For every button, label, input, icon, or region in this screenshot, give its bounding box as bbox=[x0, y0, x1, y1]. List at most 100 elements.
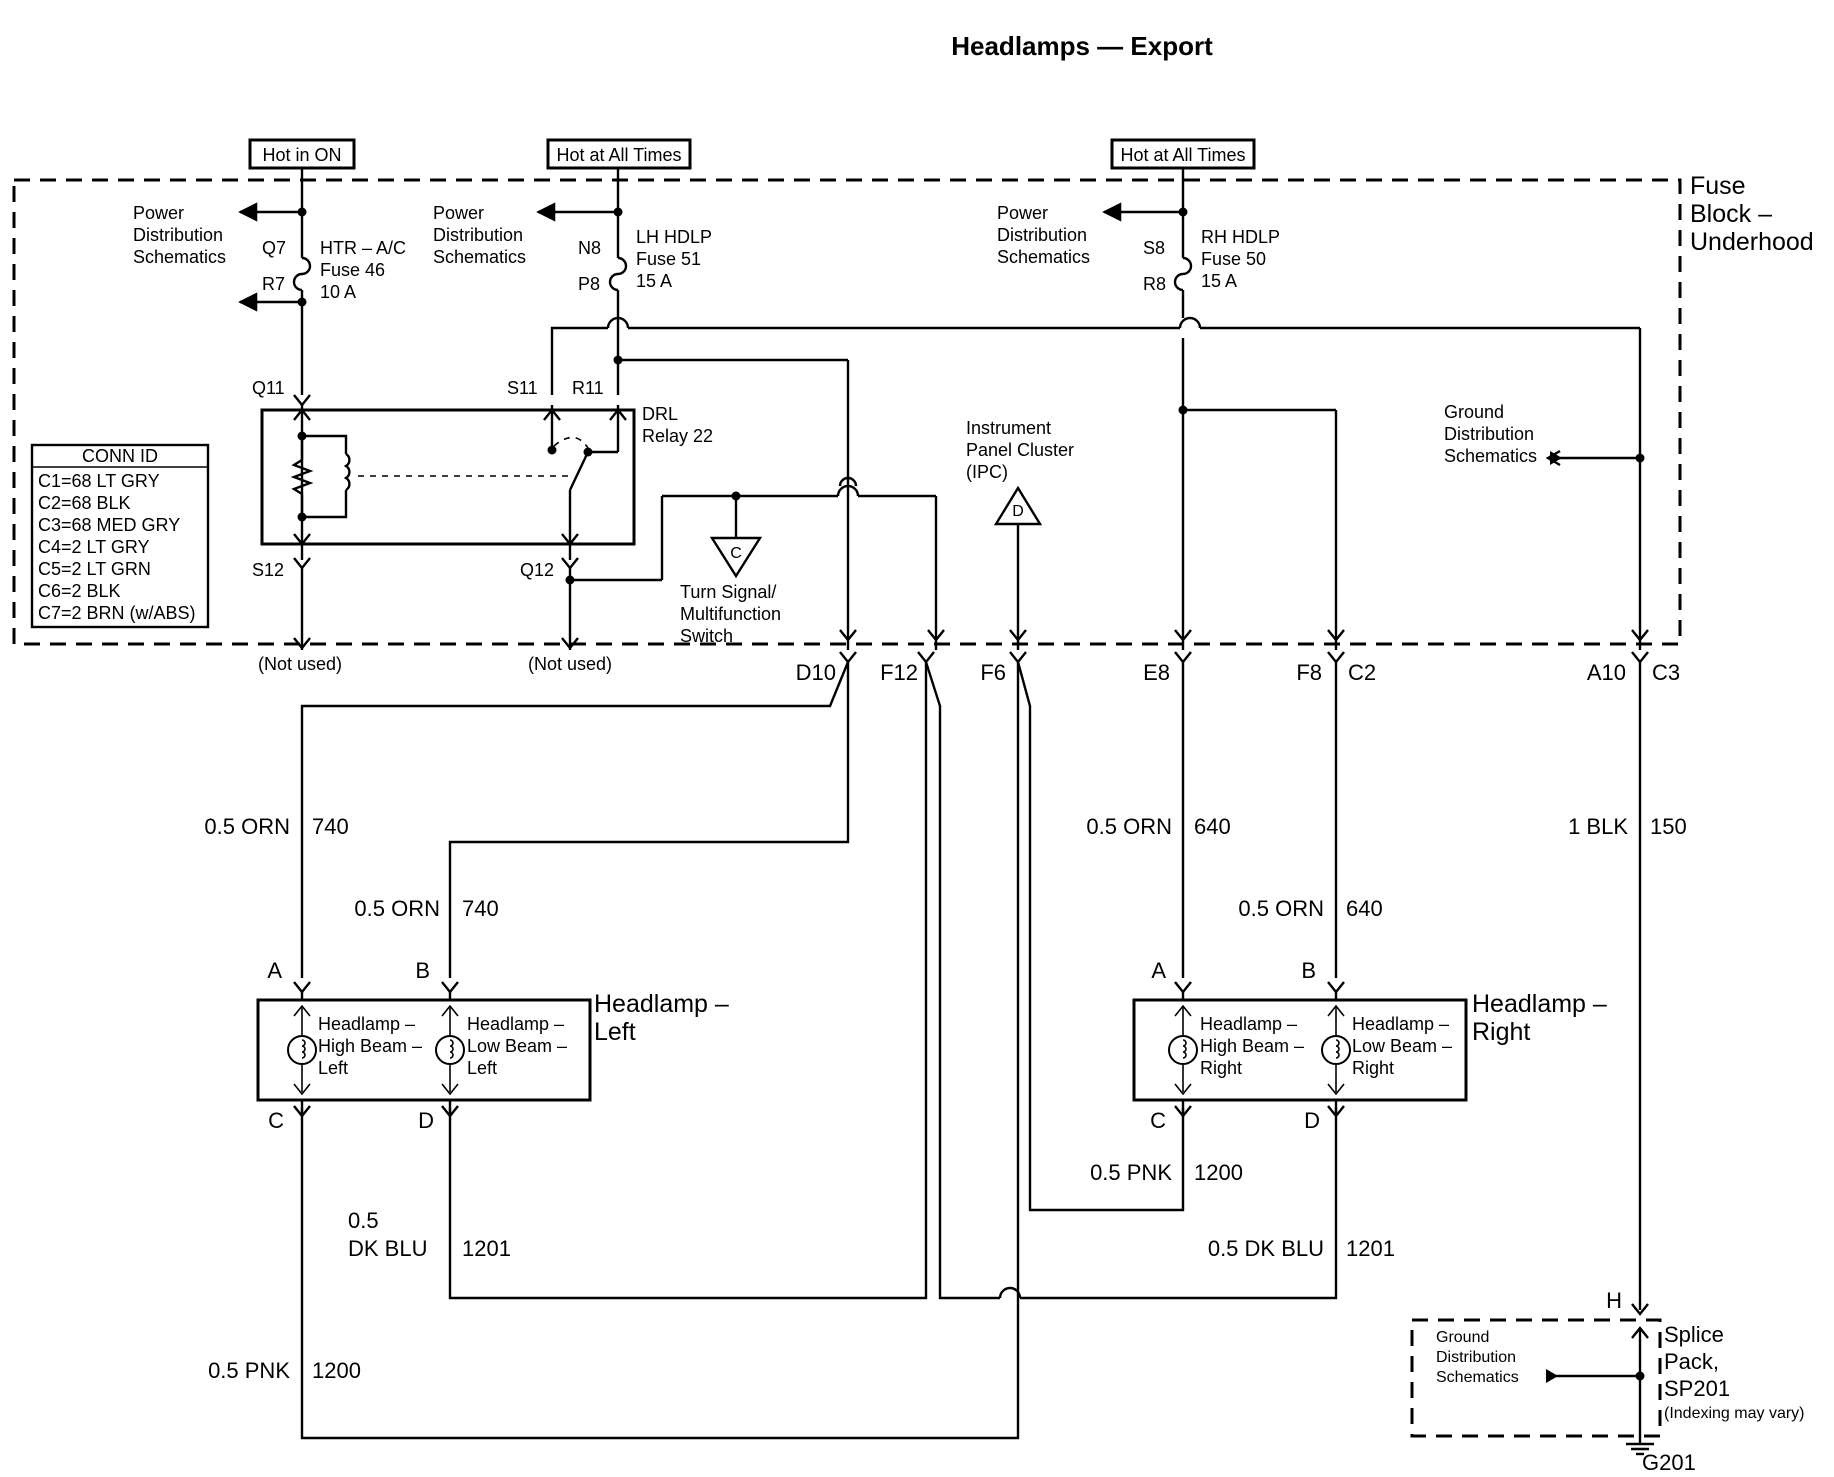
wire-640-num-1: 640 bbox=[1194, 814, 1231, 839]
diagram-title: Headlamps — Export bbox=[951, 31, 1213, 61]
conn-id-row: C1=68 LT GRY bbox=[38, 471, 160, 491]
rh-fuse-circuit bbox=[1102, 168, 1345, 650]
headlamp-left-pin-c: C bbox=[268, 1108, 284, 1133]
splice-pin-h: H bbox=[1606, 1288, 1622, 1313]
headlamp-right-pin-a: A bbox=[1151, 958, 1166, 983]
connector-c2: C2 bbox=[1348, 660, 1376, 685]
connector-f12: F12 bbox=[880, 660, 918, 685]
headlamp-left-pin-a: A bbox=[267, 958, 282, 983]
wire-150-size: 1 BLK bbox=[1568, 814, 1628, 839]
ground-g201: G201 bbox=[1642, 1450, 1696, 1472]
power-dist-3-l3: Schematics bbox=[997, 247, 1090, 267]
wire-150-num: 150 bbox=[1650, 814, 1687, 839]
wire-1201-num-left: 1201 bbox=[462, 1236, 511, 1261]
headlamp-right-title-2: Right bbox=[1472, 1018, 1530, 1046]
connector-f6: F6 bbox=[980, 660, 1006, 685]
rh-fuse-top-pin: S8 bbox=[1143, 238, 1165, 258]
wire-1201-num-right: 1201 bbox=[1346, 1236, 1395, 1261]
lh-fuse-bottom-pin: P8 bbox=[578, 274, 600, 294]
htr-fuse-l2: Fuse 46 bbox=[320, 260, 385, 280]
splice-pack-sp201 bbox=[1410, 1303, 1662, 1456]
wire-740-num-2: 740 bbox=[462, 896, 499, 921]
lh-fuse-l1: LH HDLP bbox=[636, 227, 712, 247]
connector-e8: E8 bbox=[1143, 660, 1170, 685]
headlamp-left-high-l3: Left bbox=[318, 1058, 348, 1078]
splice-note: (Indexing may vary) bbox=[1664, 1405, 1805, 1422]
headlamp-right-low-l1: Headlamp – bbox=[1352, 1014, 1449, 1034]
conn-id-row: C3=68 MED GRY bbox=[38, 515, 180, 535]
headlamp-right-pin-c: C bbox=[1150, 1108, 1166, 1133]
ground-dist-1-l2: Distribution bbox=[1444, 424, 1534, 444]
wire-740-size-1: 0.5 ORN bbox=[204, 814, 290, 839]
connector-f8: F8 bbox=[1296, 660, 1322, 685]
wire-1200-num-left: 1200 bbox=[312, 1358, 361, 1383]
power-dist-2-l3: Schematics bbox=[433, 247, 526, 267]
drl-relay bbox=[260, 405, 636, 560]
htr-fuse-l1: HTR – A/C bbox=[320, 238, 406, 258]
lh-fuse-circuit bbox=[536, 168, 1649, 650]
not-used-right: (Not used) bbox=[528, 654, 612, 674]
power-dist-2-l1: Power bbox=[433, 203, 484, 223]
wire-1201-size-right: 0.5 DK BLU bbox=[1208, 1236, 1324, 1261]
headlamp-left bbox=[256, 981, 592, 1118]
lh-fuse-top-pin: N8 bbox=[578, 238, 601, 258]
conn-id-table bbox=[30, 443, 210, 629]
headlamp-left-title-2: Left bbox=[594, 1018, 636, 1046]
wire-1200-num-right: 1200 bbox=[1194, 1160, 1243, 1185]
relay-pin-s12: S12 bbox=[252, 560, 284, 580]
power-dist-3-l1: Power bbox=[997, 203, 1048, 223]
ground-dist-1-l1: Ground bbox=[1444, 402, 1504, 422]
splice-label-2: Pack, bbox=[1664, 1349, 1719, 1374]
ipc-reference bbox=[993, 485, 1043, 650]
rh-fuse-l1: RH HDLP bbox=[1201, 227, 1280, 247]
ground-dist-arrow bbox=[1545, 449, 1645, 467]
power-dist-3-l2: Distribution bbox=[997, 225, 1087, 245]
conn-id-row: C5=2 LT GRN bbox=[38, 559, 151, 579]
rh-fuse-l3: 15 A bbox=[1201, 271, 1237, 291]
relay-pin-r11: R11 bbox=[572, 378, 604, 398]
lh-fuse-l2: Fuse 51 bbox=[636, 249, 701, 269]
wire-640-num-2: 640 bbox=[1346, 896, 1383, 921]
power-dist-1-l3: Schematics bbox=[133, 247, 226, 267]
headlamp-left-high-l2: High Beam – bbox=[318, 1036, 422, 1056]
relay-outputs bbox=[293, 484, 945, 650]
ipc-l3: (IPC) bbox=[966, 462, 1008, 482]
power-dist-1-l2: Distribution bbox=[133, 225, 223, 245]
htr-fuse-l3: 10 A bbox=[320, 282, 356, 302]
headlamp-right-low-l2: Low Beam – bbox=[1352, 1036, 1452, 1056]
fuse-block-label-1: Fuse bbox=[1690, 172, 1746, 200]
ground-dist-1-l3: Schematics bbox=[1444, 446, 1537, 466]
wire-1200-size-left: 0.5 PNK bbox=[208, 1358, 290, 1383]
headlamp-left-title-1: Headlamp – bbox=[594, 990, 729, 1018]
lh-fuse-l3: 15 A bbox=[636, 271, 672, 291]
hot-at-all-times-label-2: Hot at All Times bbox=[1120, 145, 1245, 165]
headlamp-left-pin-d: D bbox=[418, 1108, 434, 1133]
relay-label-1: DRL bbox=[642, 404, 678, 424]
not-used-left: (Not used) bbox=[258, 654, 342, 674]
power-dist-2-l2: Distribution bbox=[433, 225, 523, 245]
headlamp-right-high-l2: High Beam – bbox=[1200, 1036, 1304, 1056]
headlamp-right bbox=[1132, 981, 1468, 1118]
hot-in-on-box bbox=[248, 138, 356, 170]
headlamp-right-title-1: Headlamp – bbox=[1472, 990, 1607, 1018]
ipc-l1: Instrument bbox=[966, 418, 1051, 438]
conn-id-row: C7=2 BRN (w/ABS) bbox=[38, 603, 196, 623]
relay-pin-s11: S11 bbox=[507, 378, 538, 398]
relay-label-2: Relay 22 bbox=[642, 426, 713, 446]
wire-1200-size-right: 0.5 PNK bbox=[1090, 1160, 1172, 1185]
fuse-block-label-2: Block – bbox=[1690, 200, 1772, 228]
conn-id-row: C4=2 LT GRY bbox=[38, 537, 150, 557]
relay-pin-q11: Q11 bbox=[252, 378, 285, 398]
ipc-ref-letter: D bbox=[1012, 503, 1024, 520]
htr-fuse-circuit bbox=[238, 168, 312, 407]
ipc-l2: Panel Cluster bbox=[966, 440, 1074, 460]
headlamp-right-low-l3: Right bbox=[1352, 1058, 1394, 1078]
wire-740-size-2: 0.5 ORN bbox=[354, 896, 440, 921]
wire-1201-size-left-1: 0.5 bbox=[348, 1208, 379, 1233]
turn-signal-l2: Multifunction bbox=[680, 604, 781, 624]
fuse-block-label-3: Underhood bbox=[1690, 228, 1814, 256]
conn-id-row: C6=2 BLK bbox=[38, 581, 121, 601]
conn-id-row: C2=68 BLK bbox=[38, 493, 131, 513]
